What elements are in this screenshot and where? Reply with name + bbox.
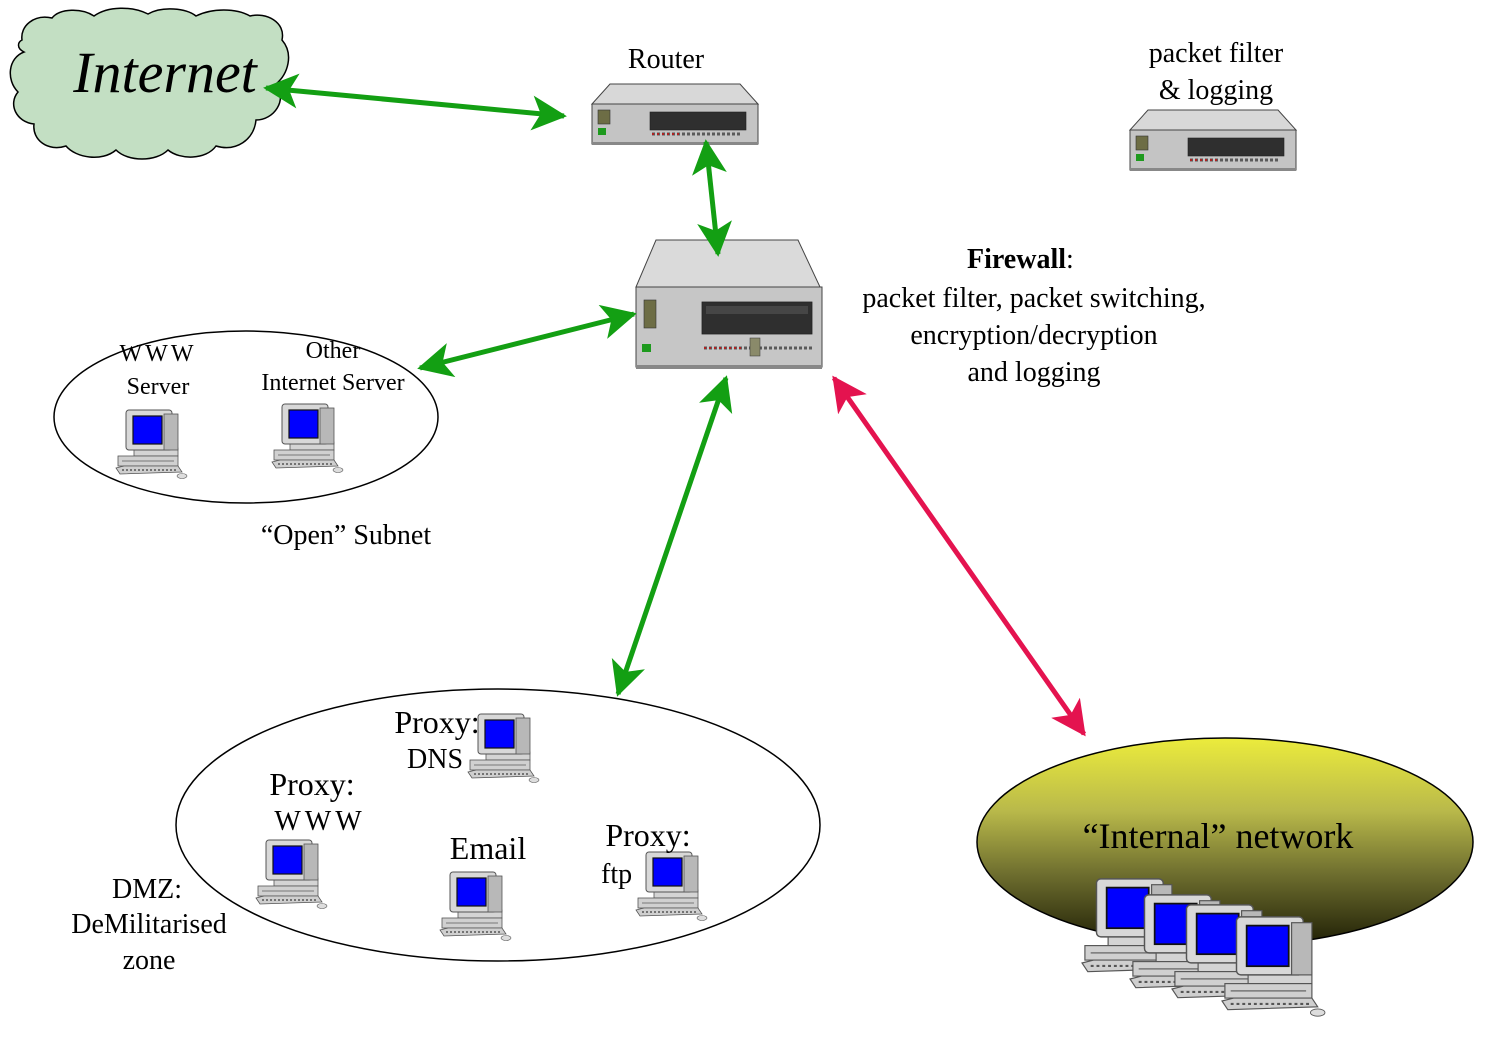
proxy-ftp-label-line1: Proxy: [605,817,691,853]
open-subnet-ellipse [53,330,439,504]
dmz-caption-line2: DeMilitarised [71,909,227,940]
dmz-caption-line3: zone [122,945,176,976]
proxy-ftp-label-line2: ftp [601,859,633,890]
www-server-label-line1: WWW [119,341,197,367]
firewall-desc-line2: encryption/decryption [910,320,1158,351]
internet-cloud [9,7,290,160]
other-server-label-line2: Internet Server [261,370,405,396]
proxy-www-label-line2: WWW [274,806,366,837]
firewall-title-bold: Firewall [967,244,1067,275]
proxy-www-computer-icon [255,839,328,910]
firewall-internal-arrow [831,375,1087,737]
router-device [590,82,760,147]
firewall-open-subnet-arrow [417,304,637,378]
firewall-desc-line1: packet filter, packet switching, [862,283,1206,314]
email-label: Email [449,830,527,866]
other-internet-server-computer-icon [271,403,344,474]
dmz-caption-line1: DMZ: [112,874,182,905]
open-subnet-caption: “Open” Subnet [260,520,432,551]
internet-router-arrow [263,73,567,131]
packet-filter-label-line2: & logging [1158,75,1274,106]
proxy-dns-label-line2: DNS [407,744,464,775]
internal-network-label: “Internal” network [1082,816,1354,856]
other-server-label-line1: Other [305,338,361,364]
router-label: Router [627,44,705,75]
firewall-title-suffix: : [1066,244,1074,275]
proxy-www-label-line1: Proxy: [269,766,355,802]
proxy-ftp-computer-icon [635,851,708,922]
router-firewall-arrow [692,139,732,257]
www-server-label-line2: Server [126,374,190,400]
www-server-computer-icon [115,409,188,480]
internal-computer-icon [1220,915,1327,1018]
firewall-title: Firewall: [967,244,1074,276]
email-computer-icon [439,871,512,942]
packet-filter-device [1128,108,1298,173]
proxy-dns-label-line1: Proxy: [394,704,480,740]
internet-label: Internet [73,40,257,105]
packet-filter-label-line1: packet filter [1148,38,1284,69]
firewall-device [635,239,823,369]
firewall-dmz-arrow [611,375,733,697]
firewall-desc-line3: and logging [967,357,1101,388]
